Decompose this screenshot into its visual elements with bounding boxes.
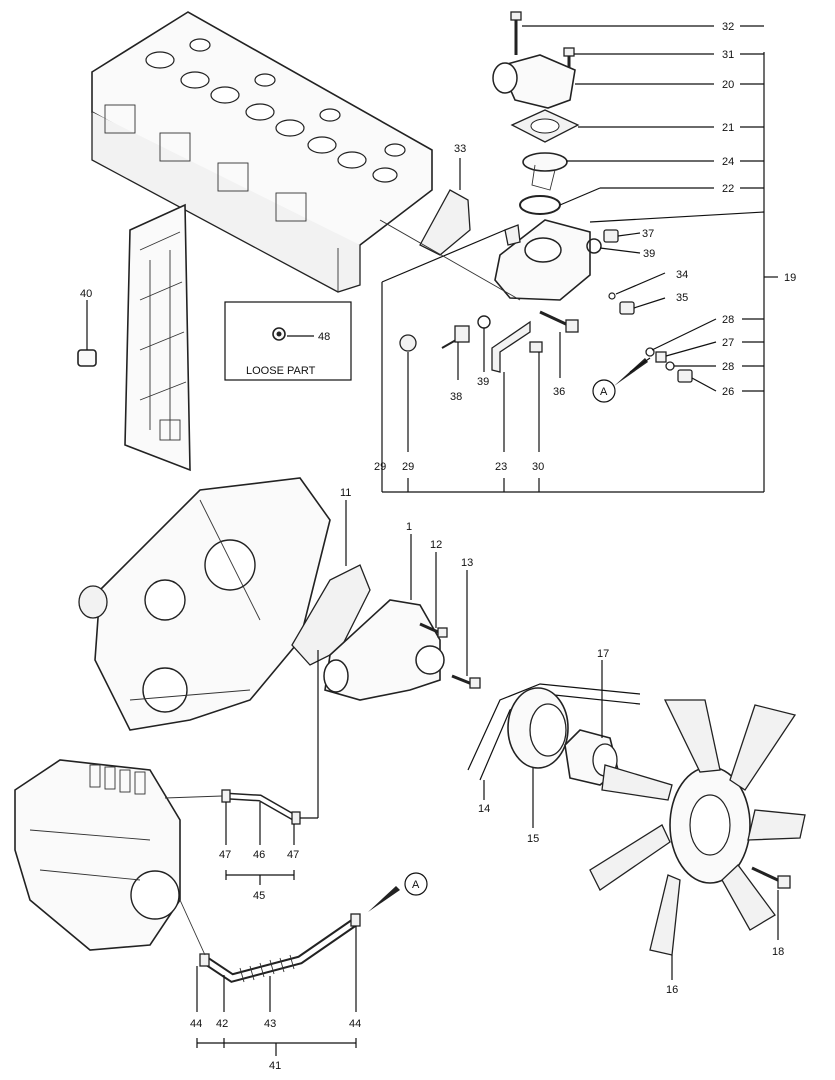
callout-11: 11 [340, 487, 351, 499]
callout-16: 16 [666, 984, 678, 996]
callout-21: 21 [722, 122, 734, 134]
plug-40 [77, 349, 97, 367]
callout-44: 44 [190, 1018, 202, 1030]
callout-17: 17 [597, 648, 609, 660]
callout-41: 41 [269, 1060, 281, 1072]
callout-44-2: 44 [349, 1018, 361, 1030]
callout-18: 18 [772, 946, 784, 958]
callout-43: 43 [264, 1018, 276, 1030]
callout-29-2: 29 [402, 461, 414, 473]
callout-30: 30 [532, 461, 544, 473]
fan-pulley [507, 687, 569, 769]
gear-case [78, 477, 331, 731]
callout-a-upper [592, 379, 616, 403]
callout-23: 23 [495, 461, 507, 473]
callout-45: 45 [253, 890, 265, 902]
callout-20: 20 [722, 79, 734, 91]
water-pump-gasket [291, 564, 371, 666]
callout-27: 27 [722, 337, 734, 349]
callout-46: 46 [253, 849, 265, 861]
thermostat-assembly [399, 11, 693, 386]
cylinder-head [91, 11, 433, 293]
bypass-hose-lower [199, 886, 400, 983]
loose-part-label: LOOSE PART [246, 365, 316, 377]
callout-42: 42 [216, 1018, 228, 1030]
water-pump [323, 599, 481, 701]
callout-1: 1 [406, 521, 412, 533]
callout-35: 35 [676, 292, 688, 304]
callout-36: 36 [553, 386, 565, 398]
loose-part-box: 48 LOOSE PART [224, 301, 352, 381]
callout-26: 26 [722, 386, 734, 398]
callout-28: 28 [722, 314, 734, 326]
callout-34: 34 [676, 269, 688, 281]
callout-29: 29 [374, 461, 386, 473]
callout-a: A [600, 386, 608, 398]
leader-lines [86, 25, 779, 1056]
callout-47: 47 [219, 849, 231, 861]
callout-40: 40 [80, 288, 92, 300]
callout-19: 19 [784, 272, 796, 284]
bypass-hose-upper [221, 789, 301, 825]
callout-13: 13 [461, 557, 473, 569]
callout-28-2: 28 [722, 361, 734, 373]
callout-39: 39 [643, 248, 655, 260]
callout-31: 31 [722, 49, 734, 61]
engine-block [124, 203, 191, 472]
callout-15: 15 [527, 833, 539, 845]
callout-12: 12 [430, 539, 442, 551]
callout-32: 32 [722, 21, 734, 33]
injection-pump [14, 759, 181, 951]
callout-37: 37 [642, 228, 654, 240]
callout-47-2: 47 [287, 849, 299, 861]
callout-14: 14 [478, 803, 490, 815]
callout-39-2: 39 [477, 376, 489, 388]
loose-part-number: 48 [318, 331, 330, 343]
callout-38: 38 [450, 391, 462, 403]
cooling-fan [589, 699, 806, 956]
callout-a-2: A [412, 879, 420, 891]
callout-33: 33 [454, 143, 466, 155]
callout-24: 24 [722, 156, 734, 168]
callout-a-lower [404, 872, 428, 896]
callout-22: 22 [722, 183, 734, 195]
